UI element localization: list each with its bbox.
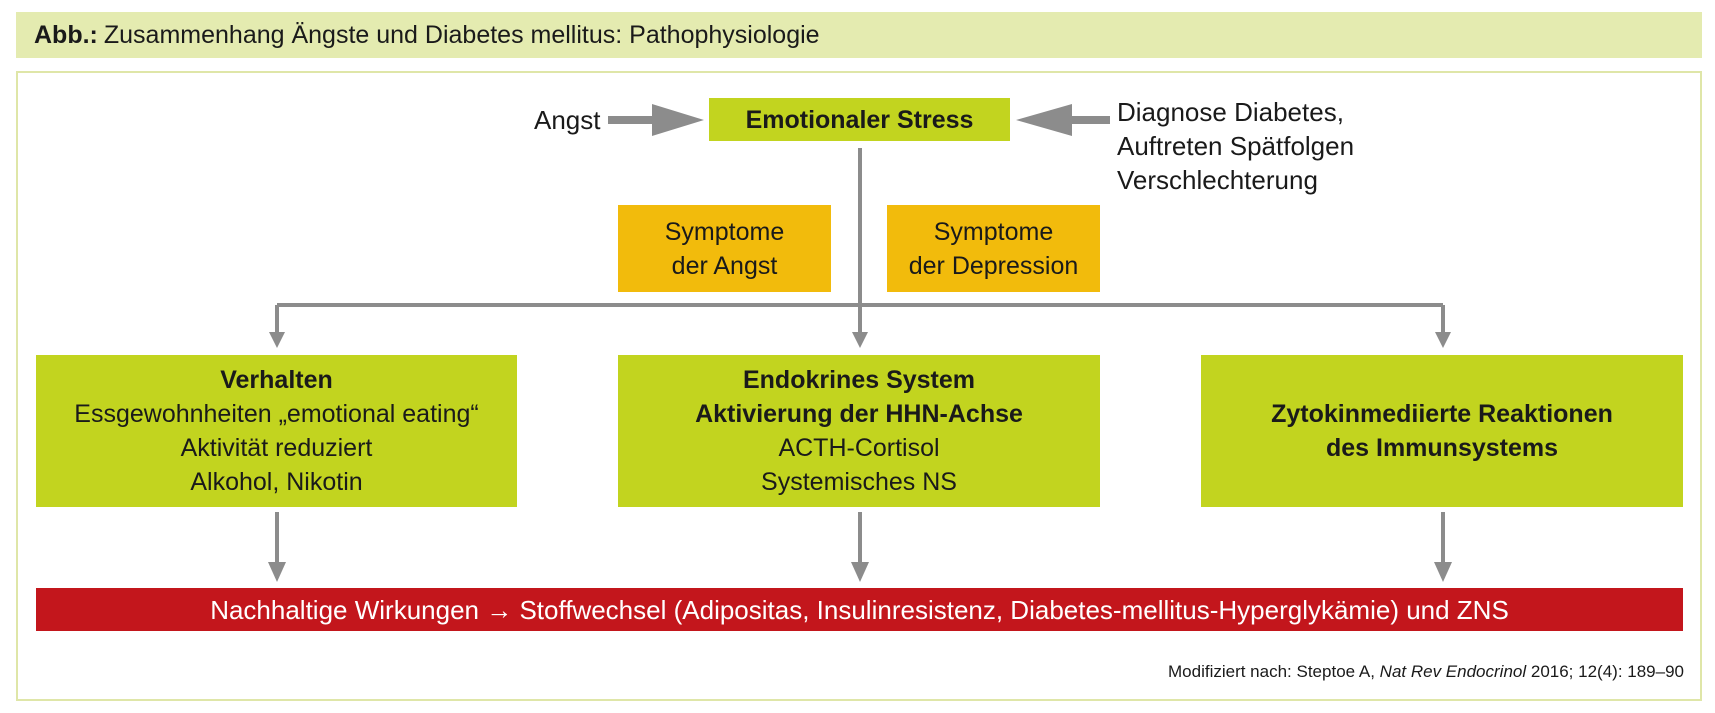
symptom-line: der Angst xyxy=(671,251,778,280)
arrowhead-right xyxy=(1435,332,1451,348)
input-diagnose-line: Diagnose Diabetes, xyxy=(1117,97,1344,127)
symptoms-depression-box: Symptome der Depression xyxy=(887,205,1100,292)
endocrine-subtitle: Aktivierung der HHN-Achse xyxy=(695,400,1023,428)
symptom-line: der Depression xyxy=(908,251,1079,280)
endocrine-title: Endokrines System xyxy=(742,366,976,394)
behavior-title: Verhalten xyxy=(220,366,333,394)
source-prefix: Modifiziert nach: Steptoe A, xyxy=(1168,662,1380,681)
outcome-bar: Nachhaltige Wirkungen → Stoffwechsel (Ad… xyxy=(36,588,1683,631)
endocrine-box: Endokrines System Aktivierung der HHN-Ac… xyxy=(618,355,1100,507)
arrow-angst-head xyxy=(652,104,704,136)
arrowhead-center xyxy=(852,332,868,348)
input-diagnose: Diagnose Diabetes, Auftreten Spätfolgen … xyxy=(1117,95,1354,197)
input-diagnose-line: Auftreten Spätfolgen xyxy=(1117,131,1355,161)
diagram-frame xyxy=(16,71,1702,701)
source-citation: Modifiziert nach: Steptoe A, Nat Rev End… xyxy=(1168,662,1684,682)
input-diagnose-line: Verschlechterung xyxy=(1117,165,1318,195)
source-journal: Nat Rev Endocrinol xyxy=(1379,662,1527,681)
arrow-diagnose-shaft xyxy=(1068,116,1110,124)
arrow-angst-shaft xyxy=(608,116,658,124)
caption-title: Zusammenhang Ängste und Diabetes mellitu… xyxy=(103,20,820,49)
input-angst: Angst xyxy=(534,105,601,135)
symptoms-anxiety-box: Symptome der Angst xyxy=(618,205,831,292)
arrow-diagnose-head xyxy=(1016,104,1072,136)
figure-caption: Abb.: Zusammenhang Ängste und Diabetes m… xyxy=(16,12,1702,58)
immune-title: Zytokinmediierte Reaktionen xyxy=(1271,400,1613,428)
symptom-line: Symptome xyxy=(933,217,1054,246)
arrowhead-bottom-center xyxy=(851,562,869,582)
behavior-line: Alkohol, Nikotin xyxy=(190,468,363,496)
behavior-box: Verhalten Essgewohnheiten „emotional eat… xyxy=(36,355,517,507)
symptom-line: Symptome xyxy=(664,217,785,246)
source-suffix: 2016; 12(4): 189–90 xyxy=(1526,662,1684,681)
behavior-line: Aktivität reduziert xyxy=(180,434,373,462)
emotional-stress-box: Emotionaler Stress xyxy=(709,98,1010,141)
immune-box: Zytokinmediierte Reaktionen des Immunsys… xyxy=(1201,355,1683,507)
arrowhead-left xyxy=(269,332,285,348)
immune-title: des Immunsystems xyxy=(1325,434,1559,462)
behavior-line: Essgewohnheiten „emotional eating“ xyxy=(74,400,479,428)
endocrine-line: ACTH-Cortisol xyxy=(778,434,940,462)
arrowhead-bottom-right xyxy=(1434,562,1452,582)
endocrine-line: Systemisches NS xyxy=(761,468,957,496)
arrowhead-bottom-left xyxy=(268,562,286,582)
caption-label: Abb.: xyxy=(34,20,98,49)
